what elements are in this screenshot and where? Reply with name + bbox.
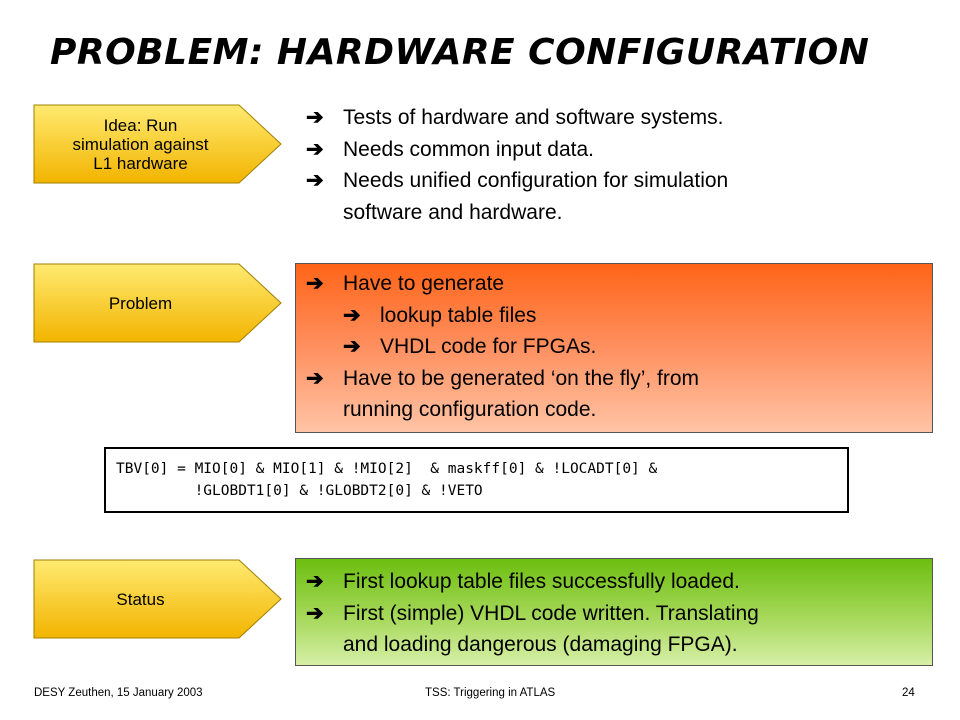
idea-tag-line: Idea: Run — [103, 115, 178, 135]
sub-bullet-item: ➔ lookup table files — [306, 300, 699, 332]
bullet-text: Have to generate — [343, 272, 505, 295]
sub-bullet-item: ➔ VHDL code for FPGAs. — [306, 331, 699, 363]
arrow-right-icon: ➔ — [306, 106, 324, 129]
idea-tag: Idea: Run simulation against L1 hardware — [33, 104, 283, 184]
bullet-item: ➔ First (simple) VHDL code written. Tran… — [306, 598, 759, 630]
status-tag: Status — [33, 559, 283, 639]
arrow-right-icon: ➔ — [343, 303, 361, 327]
bullet-text: Needs common input data. — [343, 137, 594, 161]
code-line: !GLOBDT1[0] & !GLOBDT2[0] & !VETO — [116, 483, 483, 499]
bullet-text: VHDL code for FPGAs. — [380, 335, 597, 358]
page-number: 24 — [902, 687, 915, 699]
bullet-text: Tests of hardware and software systems. — [343, 106, 724, 129]
status-tag-arrow-shape — [33, 559, 282, 639]
idea-tag-line: simulation against — [72, 134, 209, 154]
idea-bullets: ➔ Tests of hardware and software systems… — [306, 102, 728, 228]
arrow-right-icon: ➔ — [343, 335, 361, 358]
bullet-item: ➔ Have to generate — [306, 268, 699, 300]
arrow-right-icon: ➔ — [306, 272, 324, 295]
problem-tag-label: Problem — [108, 293, 173, 313]
status-bullets: ➔ First lookup table files successfully … — [306, 566, 759, 661]
slide-title: PROBLEM: HARDWARE CONFIGURATION — [50, 32, 870, 73]
footer-event: DESY Zeuthen, 15 January 2003 — [34, 687, 203, 699]
code-box: TBV[0] = MIO[0] & MIO[1] & !MIO[2] & mas… — [104, 447, 849, 513]
arrow-right-icon: ➔ — [306, 601, 324, 625]
bullet-item: ➔ First lookup table files successfully … — [306, 566, 759, 598]
arrow-right-icon: ➔ — [306, 137, 324, 161]
bullet-text: First lookup table files successfully lo… — [343, 570, 740, 593]
arrow-right-icon: ➔ — [306, 366, 324, 390]
problem-tag: Problem — [33, 263, 283, 343]
bullet-continuation: and loading dangerous (damaging FPGA). — [343, 633, 738, 656]
bullet-item: ➔ Have to be generated ‘on the fly’, fro… — [306, 363, 699, 395]
arrow-right-icon: ➔ — [306, 570, 324, 593]
status-box — [295, 558, 933, 666]
bullet-text: Have to be generated ‘on the fly’, from — [343, 366, 700, 390]
bullet-text: lookup table files — [380, 303, 537, 327]
bullet-text: Needs unified configuration for simulati… — [343, 169, 729, 192]
idea-tag-label: Idea: Run simulation against L1 hardware — [33, 104, 248, 184]
bullet-item: ➔ Needs unified configuration for simula… — [306, 165, 728, 197]
arrow-right-icon: ➔ — [306, 169, 324, 192]
idea-tag-line: L1 hardware — [93, 153, 188, 173]
bullet-item: ➔ Tests of hardware and software systems… — [306, 102, 728, 134]
bullet-item: ➔ Needs common input data. — [306, 134, 728, 166]
bullet-text: First (simple) VHDL code written. Transl… — [343, 601, 759, 625]
footer-talk-title: TSS: Triggering in ATLAS — [425, 687, 556, 699]
bullet-continuation: running configuration code. — [343, 398, 597, 421]
problem-bullets: ➔ Have to generate ➔ lookup table files … — [306, 268, 699, 426]
code-line: TBV[0] = MIO[0] & MIO[1] & !MIO[2] & mas… — [116, 461, 658, 477]
problem-box — [295, 263, 933, 433]
bullet-continuation: software and hardware. — [343, 200, 563, 224]
problem-tag-arrow-shape — [33, 263, 282, 343]
idea-tag-arrow-shape — [33, 104, 282, 184]
status-tag-label: Status — [116, 589, 165, 609]
